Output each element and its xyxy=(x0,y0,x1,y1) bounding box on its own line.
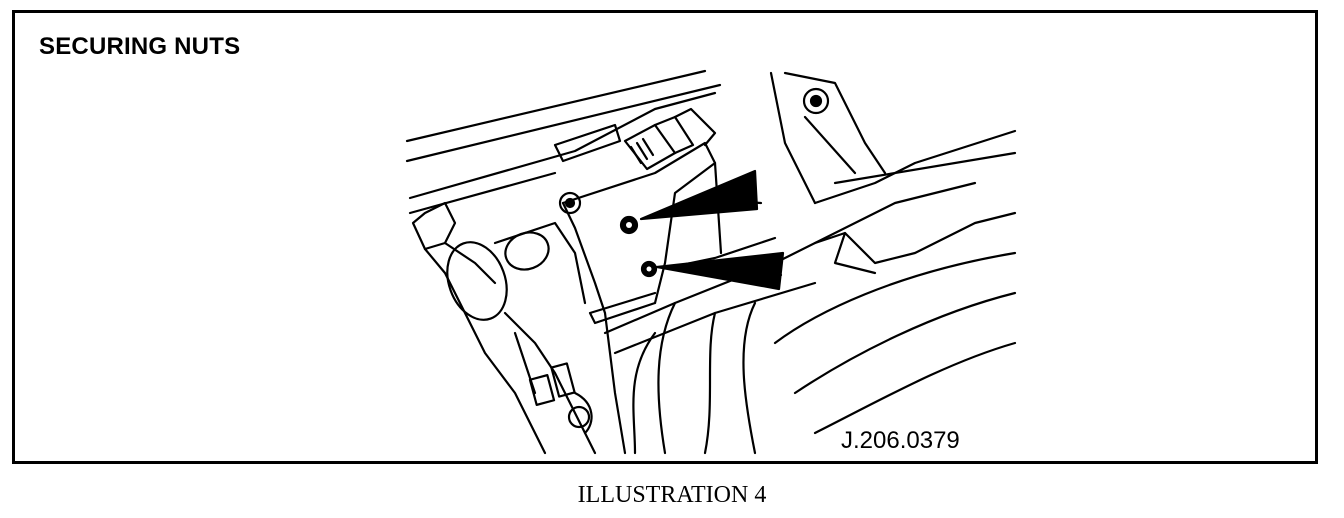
right-mount xyxy=(769,71,1017,205)
threaded-stud xyxy=(623,107,717,171)
panel-title: SECURING NUTS xyxy=(39,33,241,60)
arrow-pointer-icon xyxy=(639,169,763,221)
illustration-caption: ILLUSTRATION 4 xyxy=(577,482,767,508)
reference-code: J.206.0379 xyxy=(841,427,960,454)
securing-nuts xyxy=(619,215,658,278)
upper-housing-lines xyxy=(405,69,722,215)
pipe-assembly xyxy=(411,201,597,455)
bolt-heads xyxy=(558,87,830,215)
engine-illustration xyxy=(405,69,1017,455)
illustration-frame: SECURING NUTS xyxy=(12,10,1318,464)
arrow-pointer-icon xyxy=(655,251,785,291)
manifold-body xyxy=(603,181,1017,455)
